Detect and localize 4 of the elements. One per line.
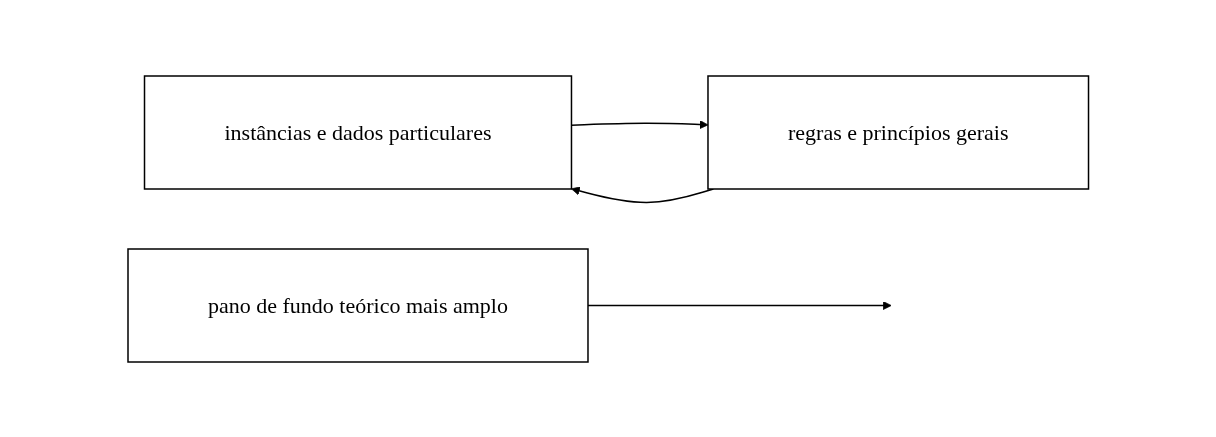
arrow [570, 186, 714, 203]
node-box: instâncias e dados particulares [143, 74, 572, 190]
node-box: pano de fundo teórico mais amplo [127, 247, 589, 363]
node-box: regras e princípios gerais [706, 74, 1089, 190]
